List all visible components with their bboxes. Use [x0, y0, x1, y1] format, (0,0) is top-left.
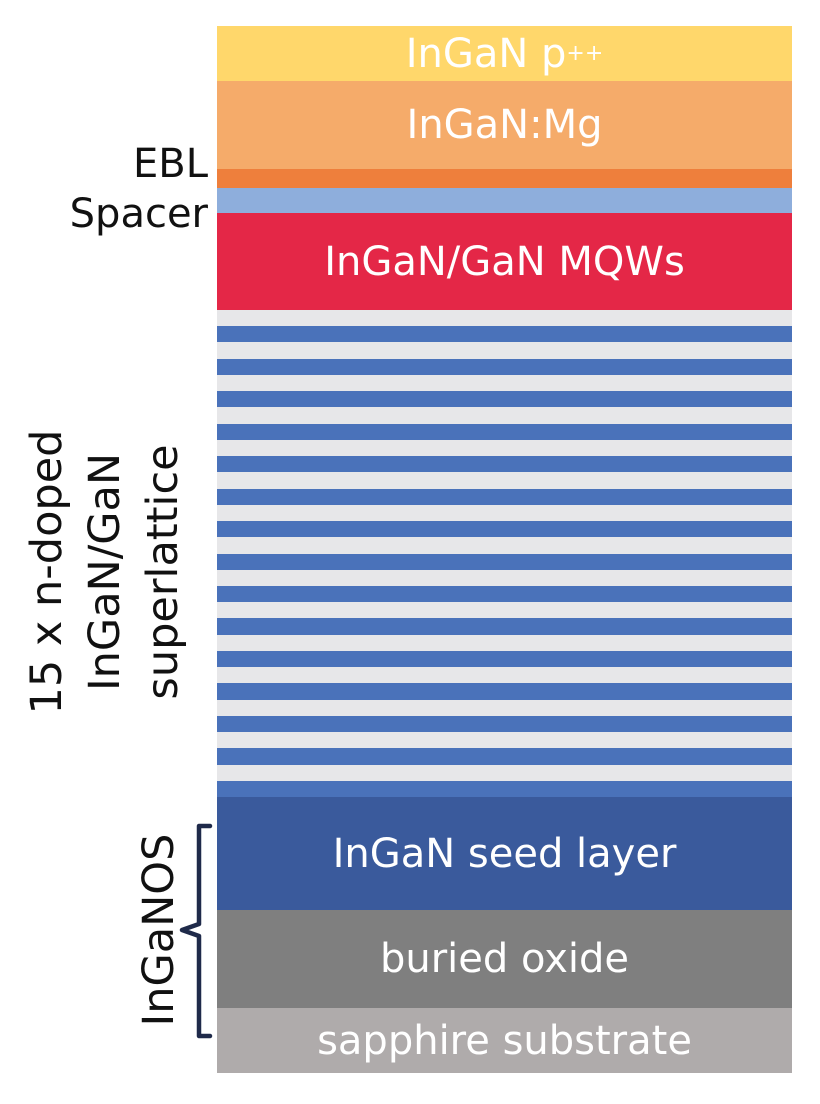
layer-ebl: [217, 169, 792, 188]
superlattice-light-stripe: [217, 699, 792, 717]
superlattice-dark-stripe: [217, 780, 792, 798]
superlattice-dark-stripe: [217, 423, 792, 441]
superlattice-light-stripe: [217, 764, 792, 782]
superlattice-dark-stripe: [217, 585, 792, 603]
layer-spacer: [217, 188, 792, 213]
superlattice-light-stripe: [217, 634, 792, 652]
superlattice-light-stripe: [217, 602, 792, 619]
layer-ingan-mg: InGaN:Mg: [217, 81, 792, 169]
ebl-label: EBL: [133, 141, 208, 187]
superlattice-light-stripe: [217, 504, 792, 522]
superlattice-light-stripe: [217, 732, 792, 749]
superlattice-light-stripe: [217, 407, 792, 425]
layer-ingan-mg-label: InGaN:Mg: [406, 102, 603, 148]
superlattice-dark-stripe: [217, 358, 792, 376]
superlattice-dark-stripe: [217, 715, 792, 733]
superlattice-light-stripe: [217, 569, 792, 587]
superlattice-dark-stripe: [217, 488, 792, 506]
layer-buried-oxide: buried oxide: [217, 910, 792, 1008]
superlattice-dark-stripe: [217, 618, 792, 636]
superlattice-dark-stripe: [217, 650, 792, 668]
superlattice-light-stripe: [217, 439, 792, 457]
layer-ingan-p-label: InGaN p: [405, 30, 567, 77]
superlattice-dark-stripe: [217, 683, 792, 701]
layer-sapphire-substrate: sapphire substrate: [217, 1008, 792, 1073]
layer-ingan-seed: InGaN seed layer: [217, 797, 792, 910]
superlattice: [217, 310, 792, 798]
layer-seed-label: InGaN seed layer: [332, 830, 677, 877]
superlattice-dark-stripe: [217, 553, 792, 571]
superlattice-dark-stripe: [217, 748, 792, 766]
superlattice-light-stripe: [217, 537, 792, 554]
superlattice-light-stripe: [217, 342, 792, 360]
layer-substrate-label: sapphire substrate: [317, 1017, 692, 1064]
spacer-label: Spacer: [69, 191, 208, 237]
superlattice-dark-stripe: [217, 391, 792, 408]
layer-mqw-label: InGaN/GaN MQWs: [324, 238, 685, 285]
layer-oxide-label: buried oxide: [379, 936, 630, 982]
layer-stack: InGaN p++ InGaN:Mg InGaN/GaN MQWs InGaN …: [217, 26, 792, 1073]
superlattice-dark-stripe: [217, 456, 792, 473]
superlattice-light-stripe: [217, 472, 792, 490]
bracket-path: [179, 823, 213, 1039]
superlattice-dark-stripe: [217, 521, 792, 538]
layer-ingan-p-contact: InGaN p++: [217, 26, 792, 81]
superlattice-light-stripe: [217, 310, 792, 327]
superlattice-light-stripe: [217, 667, 792, 684]
superlattice-dark-stripe: [217, 326, 792, 343]
layer-ingan-gan-mqws: InGaN/GaN MQWs: [217, 213, 792, 310]
superlattice-light-stripe: [217, 374, 792, 392]
